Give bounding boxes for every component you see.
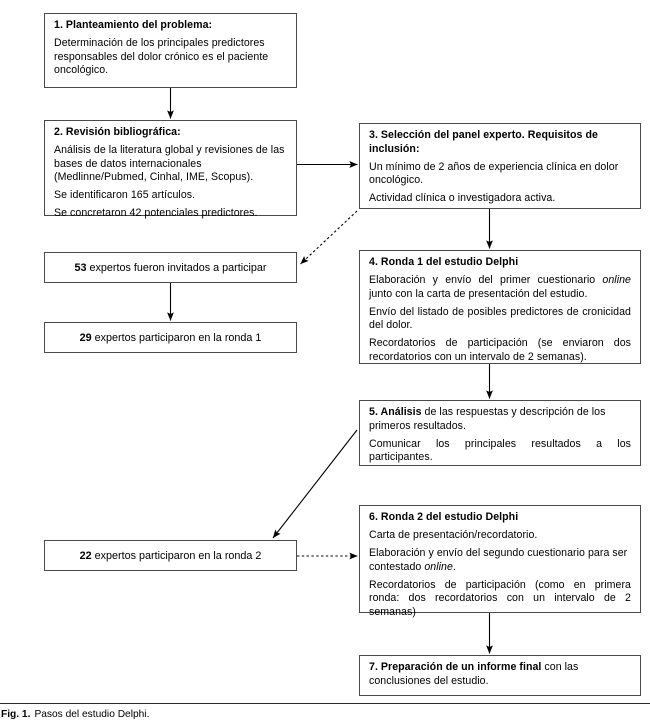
participants-box-round2: 22 expertos participaron en la ronda 2 <box>44 540 297 571</box>
step-2-text-1: Análisis de la literatura global y revis… <box>54 144 285 184</box>
caption-text-line: Fig. 1.Pasos del estudio Delphi. <box>0 709 650 720</box>
step-7-heading-rest: con las conclusiones del estudio. <box>369 661 579 687</box>
step-box-7: 7. Preparación de un informe final con l… <box>359 655 641 696</box>
step-5-heading-rest: de las respuestas y descripción de los p… <box>369 406 606 432</box>
arrow-box5-to-box22 <box>272 429 358 539</box>
arrow-box3-to-box53 <box>300 210 358 265</box>
step-6-text-2: Elaboración y envío del segundo cuestion… <box>369 547 628 573</box>
participants-round1-count: 29 <box>79 331 92 344</box>
caption-divider <box>0 703 650 704</box>
figure-caption: Fig. 1.Pasos del estudio Delphi. <box>0 703 650 720</box>
step-4-text-1: Elaboración y envío del primer cuestiona… <box>369 274 631 300</box>
step-6-text-1: Carta de presentación/recordatorio. <box>369 529 538 542</box>
step-box-4: 4. Ronda 1 del estudio Delphi Elaboració… <box>359 250 641 364</box>
figure-label: Fig. 1. <box>1 709 31 720</box>
participants-invited-label: expertos fueron invitados a participar <box>89 261 267 274</box>
step-5-heading-line: 5. Análisis de las respuestas y descripc… <box>369 406 631 433</box>
step-3-heading: 3. Selección del panel experto. Requisit… <box>369 129 598 155</box>
step-7-heading-line: 7. Preparación de un informe final con l… <box>369 661 631 688</box>
step-4-text-2: Envío del listado de posibles predictore… <box>369 305 631 332</box>
participants-round1-label: expertos participaron en la ronda 1 <box>94 331 262 344</box>
participants-box-round1: 29 expertos participaron en la ronda 1 <box>44 322 297 353</box>
step-box-1: 1. Planteamiento del problema: Determina… <box>44 13 297 88</box>
step-box-2: 2. Revisión bibliográfica: Análisis de l… <box>44 120 297 219</box>
step-1-text-1: Determinación de los principales predict… <box>54 37 269 77</box>
participants-box-invited: 53 expertos fueron invitados a participa… <box>44 252 297 283</box>
step-2-heading: 2. Revisión bibliográfica: <box>54 126 181 138</box>
step-5-text-1: Comunicar los principales resultados a l… <box>369 437 631 464</box>
step-6-text-3: Recordatorios de participación (como en … <box>369 578 631 618</box>
step-4-text-3: Recordatorios de participación (se envia… <box>369 337 631 363</box>
participants-round2-label: expertos participaron en la ronda 2 <box>94 549 262 562</box>
participants-round2-count: 22 <box>79 549 92 562</box>
step-3-text-2: Actividad clínica o investigadora activa… <box>369 192 556 205</box>
step-1-heading: 1. Planteamiento del problema: <box>54 19 213 31</box>
step-box-3: 3. Selección del panel experto. Requisit… <box>359 123 641 209</box>
step-box-6: 6. Ronda 2 del estudio Delphi Carta de p… <box>359 505 641 618</box>
step-4-heading: 4. Ronda 1 del estudio Delphi <box>369 256 519 268</box>
step-7-heading: 7. Preparación de un informe final <box>369 661 542 673</box>
step-5-heading: 5. Análisis <box>369 406 422 418</box>
step-2-text-3: Se concretaron 42 potenciales predictore… <box>54 207 258 220</box>
step-box-5: 5. Análisis de las respuestas y descripc… <box>359 400 641 466</box>
step-2-text-2: Se identificaron 165 artículos. <box>54 189 196 202</box>
figure-caption-text: Pasos del estudio Delphi. <box>34 709 150 720</box>
participants-invited-count: 53 <box>74 261 87 274</box>
step-3-text-1: Un mínimo de 2 años de experiencia clíni… <box>369 160 619 187</box>
step-6-heading: 6. Ronda 2 del estudio Delphi <box>369 511 519 523</box>
